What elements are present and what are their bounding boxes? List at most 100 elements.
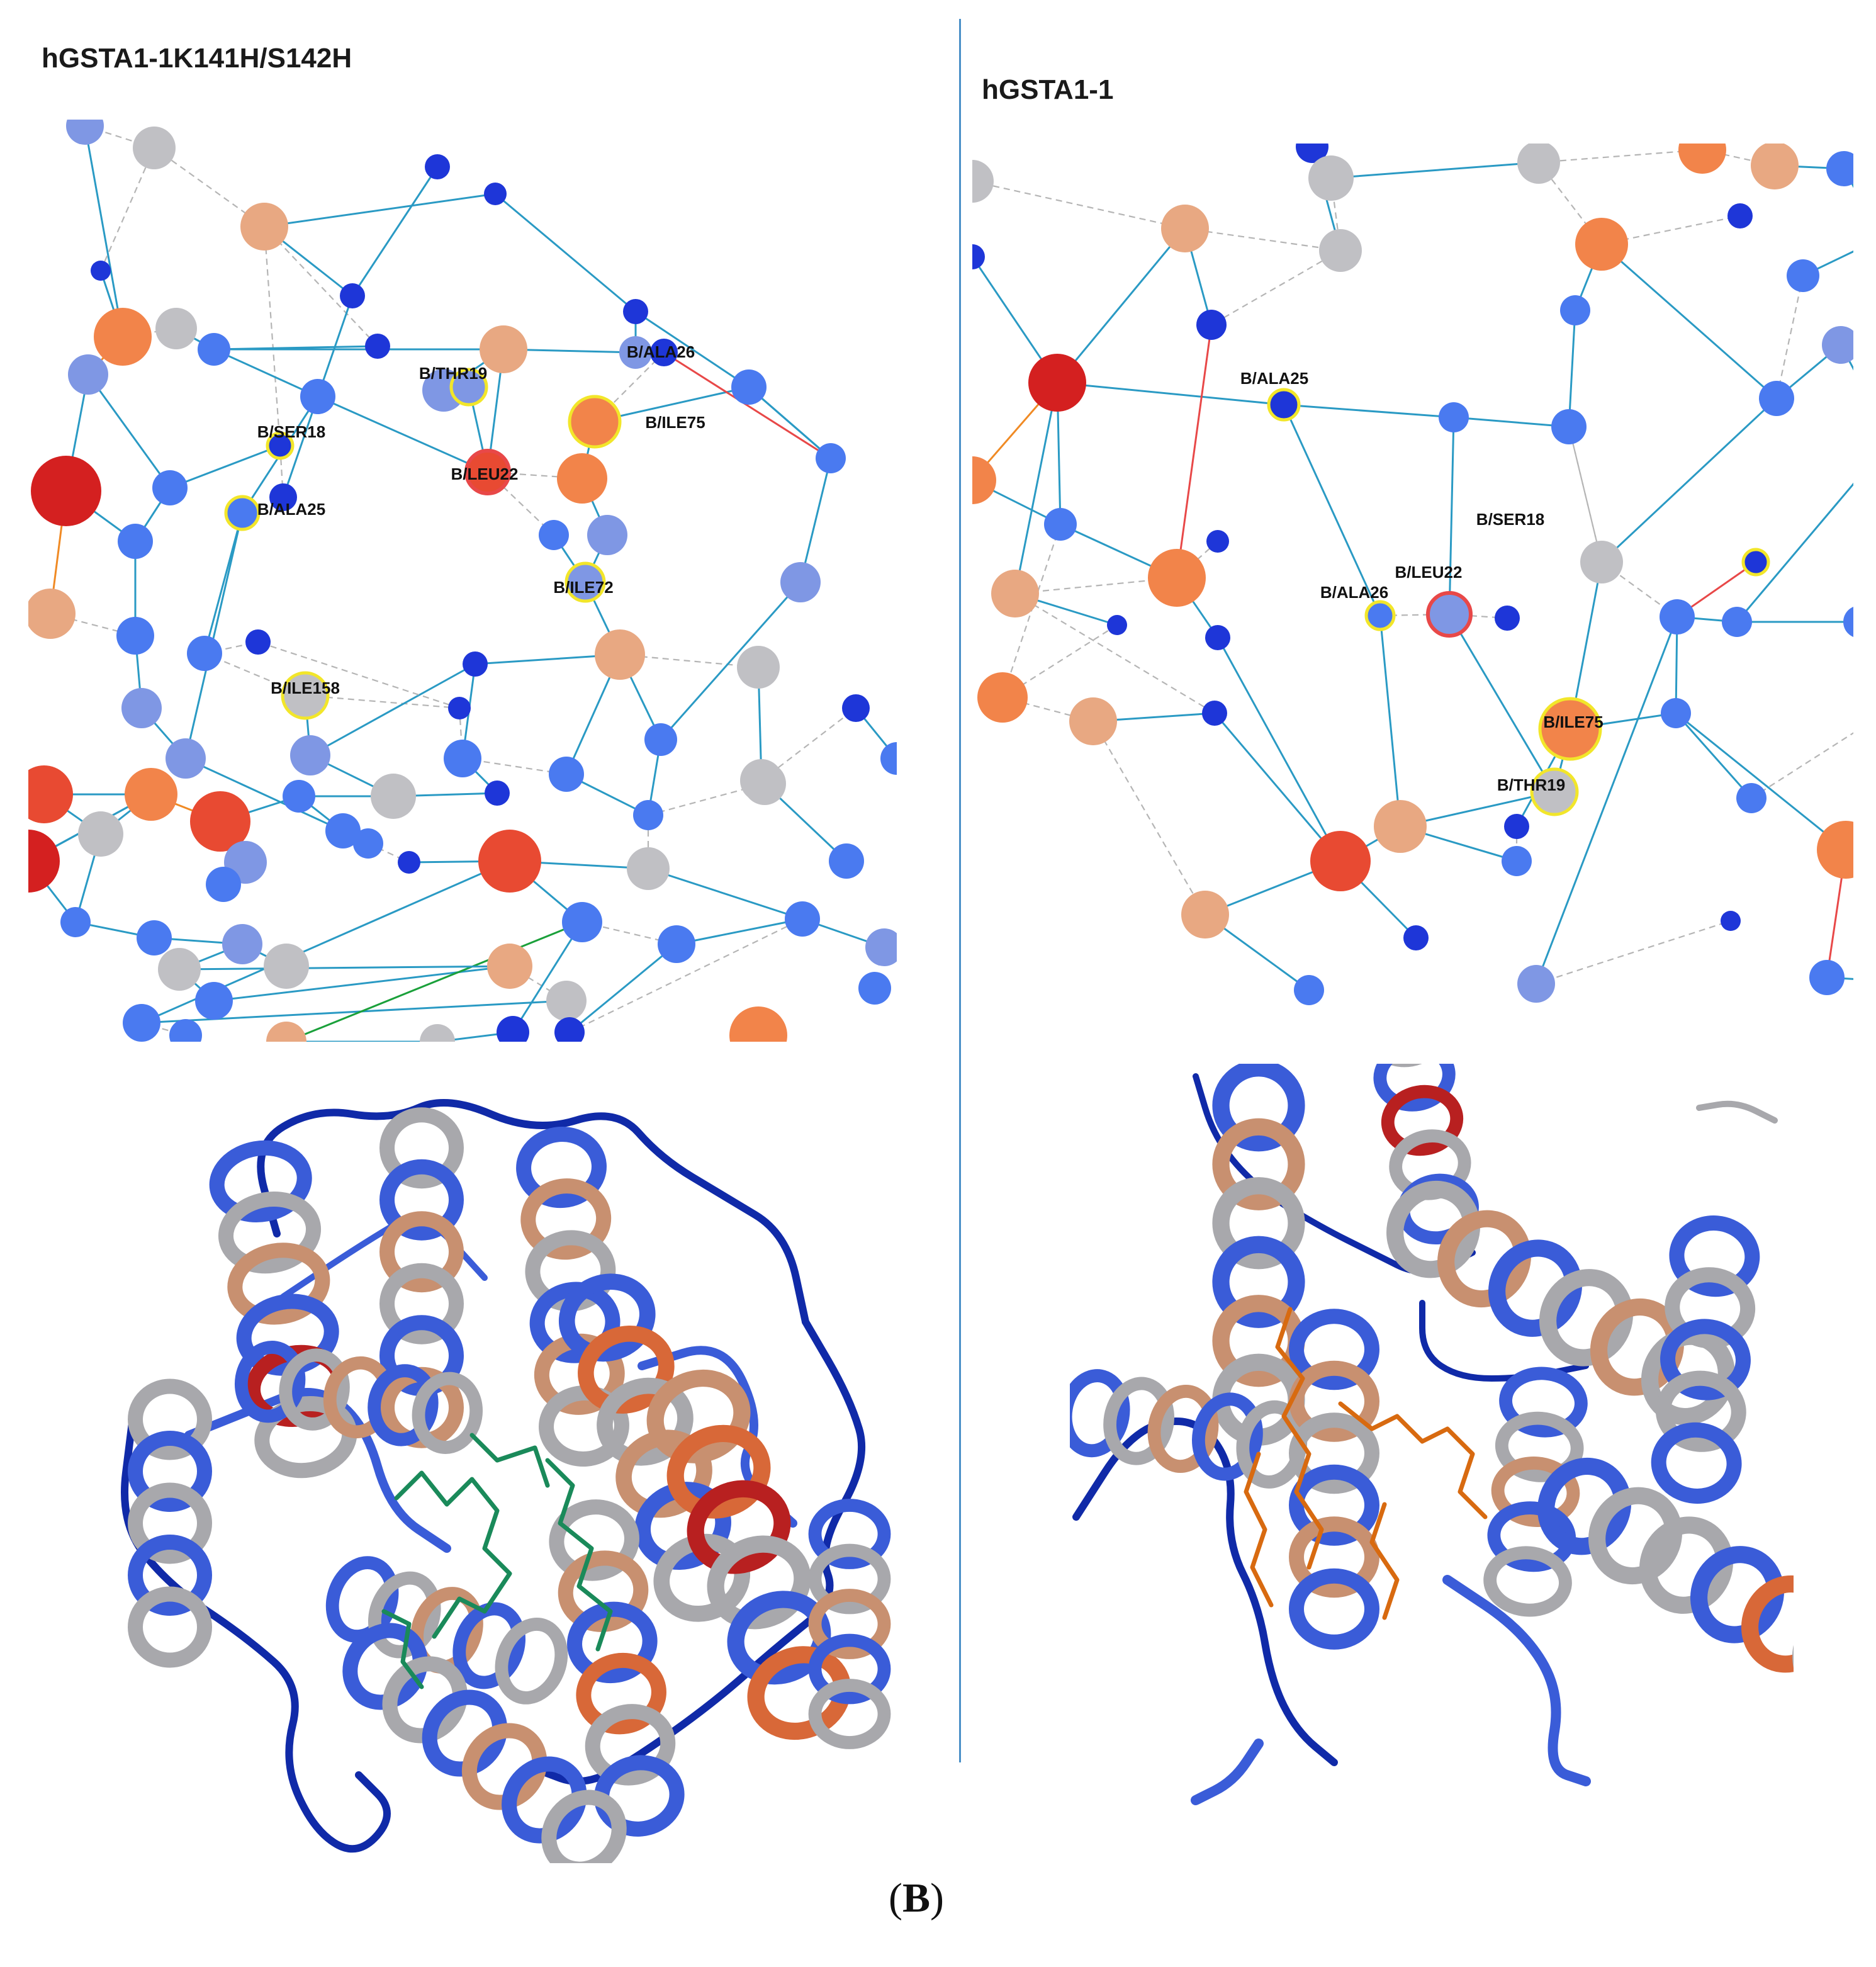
network-node xyxy=(972,244,985,269)
network-edge xyxy=(317,395,488,473)
network-node xyxy=(485,781,510,806)
network-node xyxy=(283,780,315,813)
network-edge xyxy=(799,458,832,583)
network-node xyxy=(554,1017,585,1042)
network-node xyxy=(539,520,569,550)
network-node xyxy=(68,354,108,395)
network-node xyxy=(224,495,261,531)
network-node xyxy=(1161,205,1209,252)
protein-helix xyxy=(808,1499,891,1749)
network-node xyxy=(1028,354,1086,412)
residue-label: B/LEU22 xyxy=(1395,563,1463,582)
network-node xyxy=(1575,218,1628,271)
network-node xyxy=(425,154,450,179)
network-edge xyxy=(351,166,439,296)
network-node xyxy=(240,203,288,251)
network-node xyxy=(564,561,606,603)
network-edge xyxy=(1448,417,1455,615)
network-node xyxy=(78,811,123,857)
network-node xyxy=(123,1004,160,1042)
network-node xyxy=(420,1024,455,1042)
network-edge xyxy=(1568,426,1603,563)
network-edge xyxy=(1213,713,1342,862)
ligand-stick xyxy=(381,1609,424,1689)
protein-helix xyxy=(342,1623,627,1863)
caption-close-paren: ) xyxy=(930,1875,944,1921)
network-node xyxy=(1196,310,1227,340)
protein-helix xyxy=(128,1378,212,1668)
network-node xyxy=(300,379,335,414)
residue-label: B/ILE72 xyxy=(553,578,613,597)
network-node xyxy=(1817,821,1853,879)
network-node xyxy=(650,339,678,366)
protein-helix xyxy=(1483,1367,1588,1617)
network-node xyxy=(880,742,897,775)
network-edge xyxy=(1736,482,1853,623)
network-node xyxy=(977,672,1028,723)
network-node xyxy=(1826,151,1853,186)
edges xyxy=(28,125,897,1042)
network-node xyxy=(568,395,622,449)
network-edge xyxy=(169,444,281,489)
network-node xyxy=(1107,615,1127,635)
network-node xyxy=(1551,409,1587,444)
left-panel-title: hGSTA1-1K141H/S142H xyxy=(42,43,352,74)
network-edge xyxy=(257,641,460,709)
network-node xyxy=(865,928,897,966)
network-edge xyxy=(1056,228,1186,383)
network-node xyxy=(1205,625,1230,650)
network-node xyxy=(371,774,416,819)
protein-helix xyxy=(234,1341,483,1454)
network-node xyxy=(785,901,820,937)
network-node xyxy=(1294,975,1324,1005)
network-edge xyxy=(748,386,831,459)
network-node xyxy=(737,646,780,689)
network-node xyxy=(487,944,532,989)
ligand-stick xyxy=(469,1433,550,1488)
figure-caption: (B) xyxy=(889,1874,944,1922)
network-edge xyxy=(972,180,1186,230)
network-edge xyxy=(1057,381,1284,406)
network-edge xyxy=(1600,397,1778,563)
network-edge xyxy=(1176,324,1213,578)
network-node xyxy=(133,127,176,169)
network-node xyxy=(169,1019,202,1042)
network-node xyxy=(1044,508,1077,541)
residue-label: B/ALA26 xyxy=(627,342,695,361)
network-edge xyxy=(1211,250,1341,325)
network-node xyxy=(780,562,821,602)
residue-label: B/ALA26 xyxy=(1320,583,1388,602)
network-node xyxy=(28,765,73,823)
residue-label: B/THR19 xyxy=(419,364,487,383)
network-node xyxy=(206,867,241,902)
network-node xyxy=(137,920,172,955)
network-node xyxy=(222,924,262,964)
network-node xyxy=(633,800,663,830)
network-node xyxy=(365,334,390,359)
network-node xyxy=(187,636,222,671)
network-node xyxy=(1678,144,1726,174)
network-node xyxy=(619,336,652,369)
network-node xyxy=(562,902,602,942)
network-edge xyxy=(1675,712,1846,851)
caption-open-paren: ( xyxy=(889,1875,902,1921)
network-node xyxy=(972,456,996,504)
right-protein-structure xyxy=(1070,1064,1794,1819)
network-edge xyxy=(184,512,244,759)
network-node xyxy=(91,261,111,281)
residue-label: B/ILE158 xyxy=(271,679,340,697)
network-node xyxy=(972,160,994,203)
network-edge xyxy=(663,351,831,459)
network-edge xyxy=(213,345,378,351)
network-edge xyxy=(660,582,802,740)
network-node xyxy=(1308,155,1354,201)
network-edge xyxy=(1283,403,1454,419)
network-node xyxy=(269,483,297,511)
network-node xyxy=(1741,548,1770,577)
network-edge xyxy=(1014,382,1059,594)
network-node xyxy=(198,333,230,366)
network-edge xyxy=(84,125,124,337)
network-node xyxy=(557,453,607,504)
